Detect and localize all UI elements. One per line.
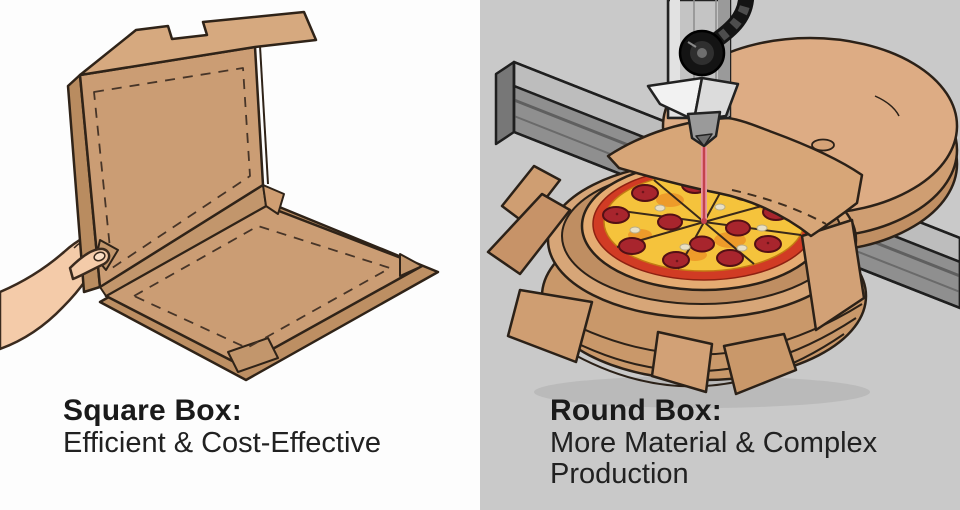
mushroom-garnish (629, 203, 768, 252)
round-box-title: Round Box: (550, 394, 722, 427)
square-pizza-box-icon (66, 10, 440, 382)
round-box-panel: Round Box: More Material & Complex Produ… (480, 0, 960, 510)
laser-cutter-machine-icon (646, 0, 754, 148)
cable-grommet-icon (678, 29, 726, 77)
laser-beam-icon (701, 147, 707, 224)
box-lid-notched-flap (78, 10, 318, 77)
square-box-description: Efficient & Cost-Effective (63, 427, 382, 459)
round-box-illustration (486, 0, 960, 408)
square-box-caption: Square Box: Efficient & Cost-Effective (63, 394, 381, 459)
round-box-caption: Round Box: More Material & Complex Produ… (550, 394, 877, 490)
square-box-panel: Square Box: Efficient & Cost-Effective (0, 10, 440, 459)
square-box-illustration (0, 10, 440, 382)
cutter-collar (646, 76, 740, 122)
thumb-icon (68, 239, 119, 281)
cutter-nozzle (686, 110, 722, 148)
thumbnail (93, 251, 106, 262)
round-box-description-line1: More Material & Complex (550, 427, 878, 459)
round-box-description-line2: Production (550, 458, 689, 490)
square-box-title: Square Box: (63, 394, 242, 427)
round-box-right-flap (800, 218, 866, 332)
